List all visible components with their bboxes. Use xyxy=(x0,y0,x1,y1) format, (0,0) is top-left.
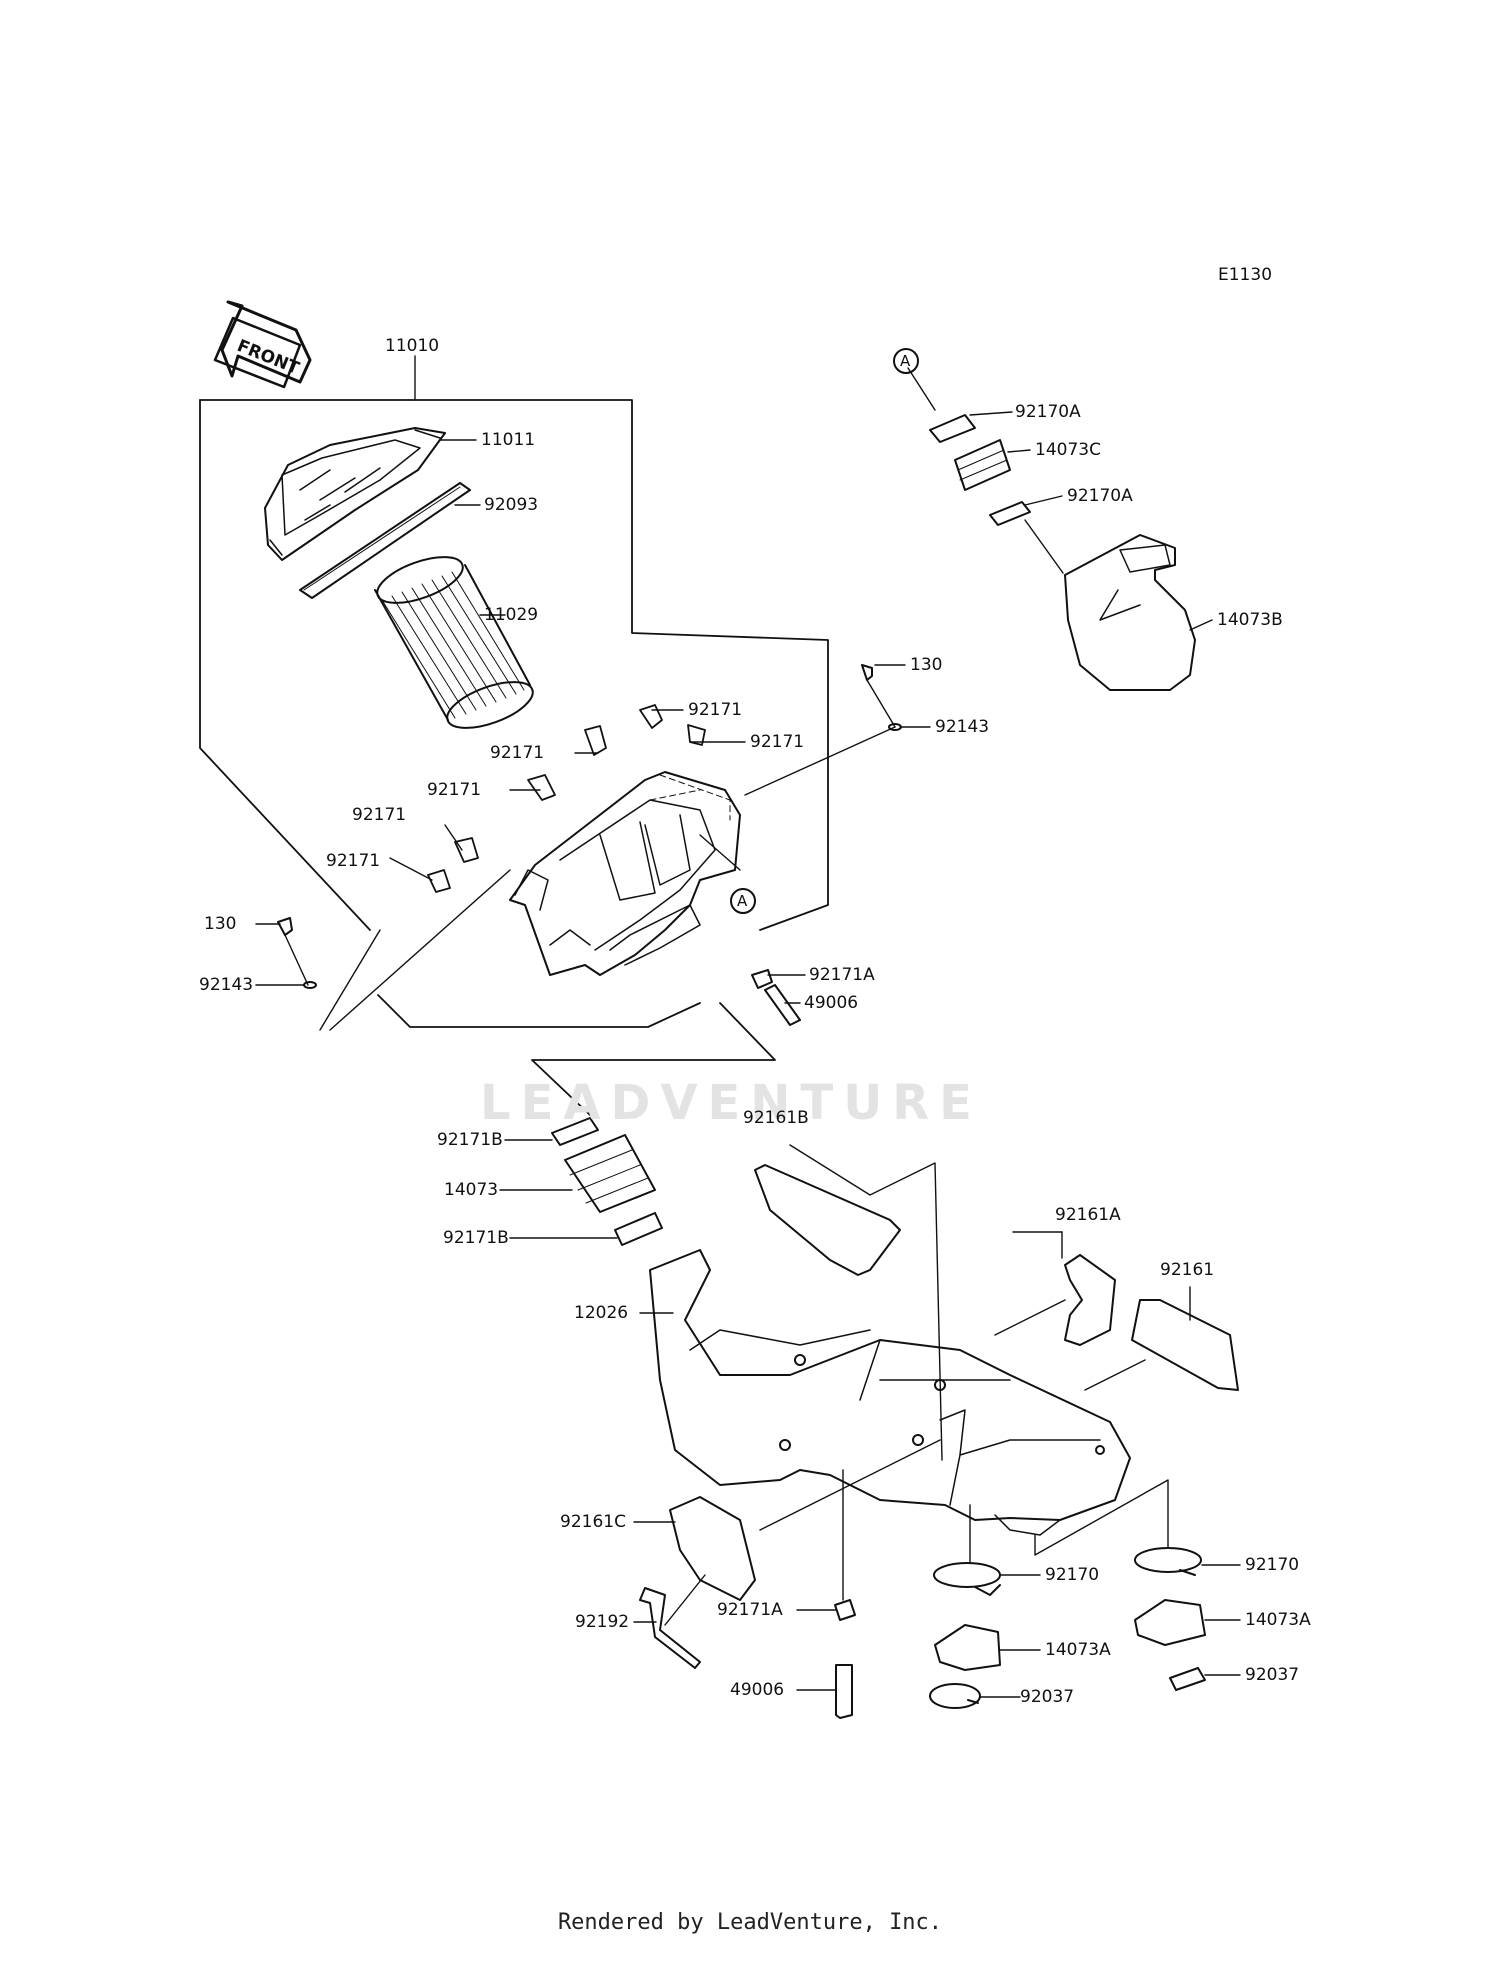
intake-duct-14073B xyxy=(1064,534,1196,691)
clip-icon-92171A-top xyxy=(751,969,773,989)
boot-icon-14073A-right xyxy=(1134,1599,1206,1646)
boot-icon-14073A-left xyxy=(934,1624,1001,1671)
assembly-bracket-11010 xyxy=(199,399,829,1028)
watermark: LEADVENTURE xyxy=(480,1075,982,1131)
part-label-130-left[interactable]: 130 xyxy=(204,914,237,934)
air-filter-11029 xyxy=(374,556,534,729)
part-label-12026[interactable]: 12026 xyxy=(574,1303,629,1323)
washer-icon-92143-left xyxy=(303,981,317,989)
marker-a-mid-label: A xyxy=(737,892,748,910)
part-label-92170-left[interactable]: 92170 xyxy=(1045,1565,1100,1585)
part-label-92037-left[interactable]: 92037 xyxy=(1020,1687,1075,1707)
clamp-icon-92037-right xyxy=(1169,1667,1206,1691)
part-label-92143-top[interactable]: 92143 xyxy=(935,717,990,737)
clamp-icons-92170A xyxy=(929,414,1031,526)
part-label-49006-top[interactable]: 49006 xyxy=(804,993,859,1013)
part-label-11029[interactable]: 11029 xyxy=(484,605,539,625)
part-label-92170A-top[interactable]: 92170A xyxy=(1015,402,1081,422)
part-label-92171-e[interactable]: 92171 xyxy=(352,805,407,825)
clip-icons-92171 xyxy=(427,704,706,893)
part-label-92171B-bot[interactable]: 92171B xyxy=(443,1228,509,1248)
pad-92161C xyxy=(669,1496,756,1601)
part-label-92192[interactable]: 92192 xyxy=(575,1612,630,1632)
gasket-92093 xyxy=(299,482,471,599)
part-label-14073B[interactable]: 14073B xyxy=(1217,610,1283,630)
part-label-92170-right[interactable]: 92170 xyxy=(1245,1555,1300,1575)
pad-92161B xyxy=(754,1164,901,1276)
part-label-11011[interactable]: 11011 xyxy=(481,430,536,450)
part-label-92170A-bot[interactable]: 92170A xyxy=(1067,486,1133,506)
intake-duct-12026 xyxy=(649,1249,1131,1536)
part-label-92037-right[interactable]: 92037 xyxy=(1245,1665,1300,1685)
part-label-49006-bot[interactable]: 49006 xyxy=(730,1680,785,1700)
drain-hose-49006-bot xyxy=(835,1664,853,1719)
clip-icon-92171A-bot xyxy=(834,1599,856,1621)
leader-lines xyxy=(255,355,1213,1031)
marker-a-top-icon xyxy=(893,348,919,374)
rod-92192 xyxy=(639,1587,701,1669)
part-label-14073A-left[interactable]: 14073A xyxy=(1045,1640,1111,1660)
footer-credit: Rendered by LeadVenture, Inc. xyxy=(557,1910,943,1935)
part-label-92171A-bot[interactable]: 92171A xyxy=(717,1600,783,1620)
part-label-92171-a[interactable]: 92171 xyxy=(688,700,743,720)
part-label-92171-f[interactable]: 92171 xyxy=(326,851,381,871)
bolt-icon-130-top xyxy=(861,664,873,681)
front-arrow-icon: FRONT xyxy=(213,300,312,389)
pad-92161 xyxy=(1131,1299,1239,1391)
part-label-92161B[interactable]: 92161B xyxy=(743,1108,809,1128)
part-label-92171A-top[interactable]: 92171A xyxy=(809,965,875,985)
part-label-92161[interactable]: 92161 xyxy=(1160,1260,1215,1280)
part-label-92171-c[interactable]: 92171 xyxy=(490,743,545,763)
airbox-housing xyxy=(509,771,741,976)
airbox-cover-11011 xyxy=(264,427,446,561)
diagram-code: E1130 xyxy=(1218,265,1273,285)
drain-hose-49006-top xyxy=(764,984,801,1026)
clamp-icon-92170-left xyxy=(933,1562,1001,1596)
clamp-icon-92170-right xyxy=(1134,1547,1202,1576)
marker-a-mid-icon xyxy=(730,888,756,914)
marker-a-top-label: A xyxy=(900,352,911,370)
clamp-icon-92037-left xyxy=(929,1683,981,1709)
part-label-92143-left[interactable]: 92143 xyxy=(199,975,254,995)
assembly-bracket-lower xyxy=(531,1002,776,1116)
part-label-92093[interactable]: 92093 xyxy=(484,495,539,515)
clamp-icon-92171B-bot xyxy=(614,1212,663,1246)
part-label-92171B-top[interactable]: 92171B xyxy=(437,1130,503,1150)
part-label-92171-d[interactable]: 92171 xyxy=(427,780,482,800)
part-label-14073[interactable]: 14073 xyxy=(444,1180,499,1200)
part-label-92171-b[interactable]: 92171 xyxy=(750,732,805,752)
part-label-92161C[interactable]: 92161C xyxy=(560,1512,626,1532)
leader-lines-lower xyxy=(499,1139,1241,1698)
part-label-92161A[interactable]: 92161A xyxy=(1055,1205,1121,1225)
boot-14073 xyxy=(564,1134,656,1213)
part-label-130-top[interactable]: 130 xyxy=(910,655,943,675)
pad-92161A xyxy=(1064,1254,1116,1346)
part-label-11010[interactable]: 11010 xyxy=(385,336,440,356)
part-label-14073C[interactable]: 14073C xyxy=(1035,440,1101,460)
clamp-icon-92171B-top xyxy=(551,1117,599,1146)
bolt-icon-130-left xyxy=(277,917,293,936)
part-label-14073A-right[interactable]: 14073A xyxy=(1245,1610,1311,1630)
boot-14073C xyxy=(954,439,1011,491)
